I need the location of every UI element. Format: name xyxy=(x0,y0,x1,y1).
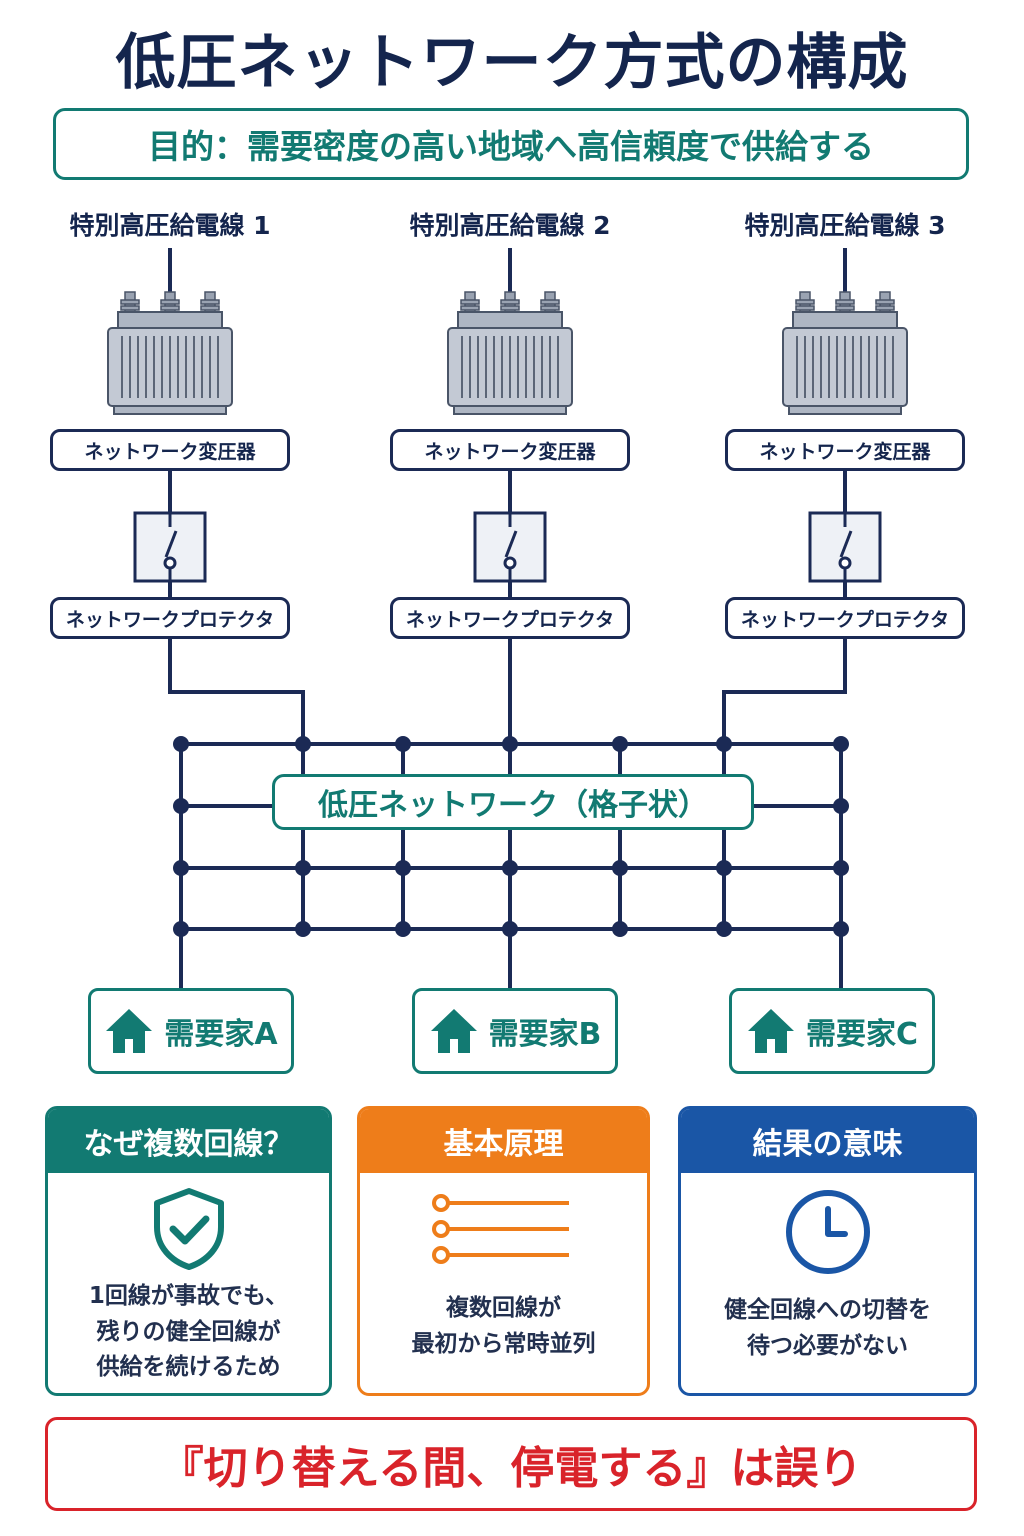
transformer-icon-1 xyxy=(107,291,233,415)
card-heading: 基本原理 xyxy=(360,1109,647,1173)
feeder-label-2: 特別高圧給電線 2 xyxy=(409,211,611,240)
card-line: 残りの健全回線が xyxy=(96,1318,281,1345)
card-heading: 結果の意味 xyxy=(681,1109,974,1173)
feeder-label-3: 特別高圧給電線 3 xyxy=(744,211,946,240)
page-title: 低圧ネットワーク方式の構成 xyxy=(115,28,909,98)
protector-icon-3 xyxy=(808,511,882,583)
transformer-label-3: ネットワーク変圧器 xyxy=(725,429,965,471)
house-icon xyxy=(430,1009,477,1053)
purpose-banner: 目的：需要密度の高い地域へ高信頼度で供給する xyxy=(53,108,969,180)
card-line: 供給を続けるため xyxy=(96,1354,281,1381)
card-line: 健全回線への切替を xyxy=(724,1297,931,1323)
purpose-text: 目的：需要密度の高い地域へ高信頼度で供給する xyxy=(148,127,874,166)
protector-icon-2 xyxy=(473,511,547,583)
grid-nodes xyxy=(173,736,849,937)
card-basic-principle: 基本原理 複数回線が 最初から常時並列 xyxy=(357,1106,650,1396)
card-why-multiple: なぜ複数回線？ 1回線が事故でも、 残りの健全回線が 供給を続けるため xyxy=(45,1106,332,1396)
transformer-icon-3 xyxy=(782,291,908,415)
conclusion-banner: 『切り替える間、停電する』は誤り xyxy=(45,1417,977,1511)
parallel-lines-icon xyxy=(360,1187,647,1271)
protector-label-3: ネットワークプロテクタ xyxy=(725,597,965,639)
customer-b: 需要家B xyxy=(412,988,618,1074)
grid-label: 低圧ネットワーク（格子状） xyxy=(272,774,754,830)
shield-check-icon xyxy=(48,1187,329,1271)
protector-label-2: ネットワークプロテクタ xyxy=(390,597,630,639)
protector-label-1: ネットワークプロテクタ xyxy=(50,597,290,639)
card-line: 1回線が事故でも、 xyxy=(88,1283,289,1309)
clock-icon xyxy=(681,1187,974,1277)
house-icon xyxy=(747,1009,794,1053)
customer-c: 需要家C xyxy=(729,988,935,1074)
tie-1 xyxy=(168,638,305,744)
customer-a: 需要家A xyxy=(88,988,294,1074)
card-heading: なぜ複数回線？ xyxy=(48,1109,329,1173)
card-result-meaning: 結果の意味 健全回線への切替を 待つ必要がない xyxy=(678,1106,977,1396)
tie-3 xyxy=(722,638,847,744)
house-icon xyxy=(106,1009,153,1053)
transformer-label-1: ネットワーク変圧器 xyxy=(50,429,290,471)
protector-icon-1 xyxy=(133,511,207,583)
transformer-label-2: ネットワーク変圧器 xyxy=(390,429,630,471)
card-line: 複数回線が xyxy=(446,1295,561,1321)
transformer-icon-2 xyxy=(447,291,573,415)
card-line: 待つ必要がない xyxy=(747,1332,908,1359)
feeder-wires xyxy=(168,248,847,744)
feeder-label-1: 特別高圧給電線 1 xyxy=(69,211,271,240)
card-line: 最初から常時並列 xyxy=(411,1330,596,1357)
conclusion-text: 『切り替える間、停電する』は誤り xyxy=(159,1443,863,1494)
